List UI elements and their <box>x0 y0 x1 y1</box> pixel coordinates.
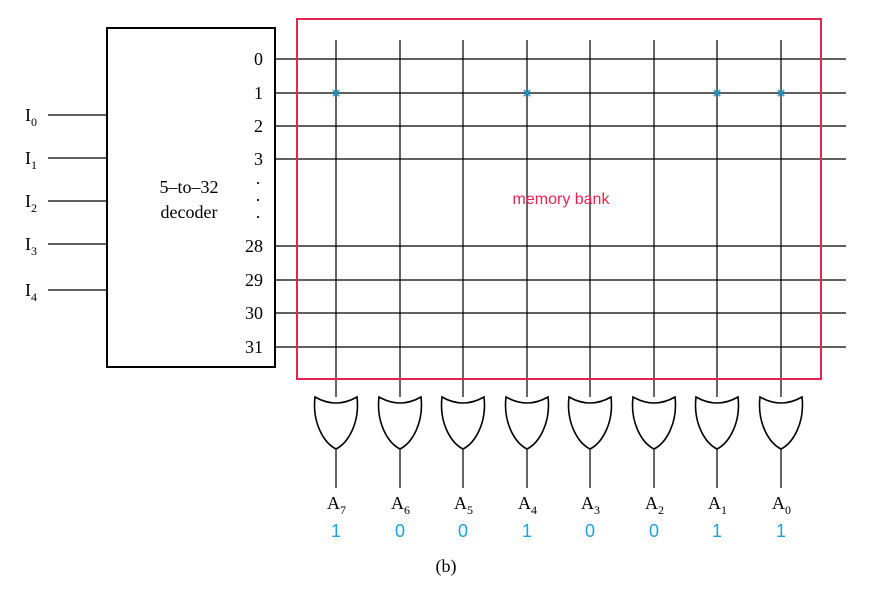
memory-bank-border <box>296 18 822 380</box>
row-label-31: 31 <box>245 337 263 357</box>
or-gates <box>313 395 804 488</box>
output-value-A5: 0 <box>458 521 468 541</box>
mark-row1-A1: × <box>713 85 722 102</box>
mark-row1-A4: × <box>523 85 532 102</box>
row-label-2: 2 <box>254 116 263 136</box>
input-label-I1: I1 <box>25 148 37 172</box>
memory-bank-label: memory bank <box>513 191 611 208</box>
or-gate-A1 <box>694 395 740 488</box>
memory-marks: × × × × <box>332 85 786 102</box>
decoder: 5–to–32 decoder <box>106 27 276 368</box>
output-label-A1: A1 <box>708 493 727 517</box>
row-label-3: 3 <box>254 149 263 169</box>
input-label-I3: I3 <box>25 234 37 258</box>
output-value-A6: 0 <box>395 521 405 541</box>
or-gate-body <box>504 395 550 450</box>
ellipsis-dot: · <box>255 207 261 227</box>
or-gate-A3 <box>567 395 613 488</box>
ellipsis-dot: · <box>255 173 261 193</box>
ellipsis-dot: · <box>255 190 261 210</box>
or-gate-body <box>631 395 677 450</box>
output-label-A3: A3 <box>581 493 600 517</box>
input-label-I2: I2 <box>25 191 37 215</box>
input-label-I4: I4 <box>25 280 37 304</box>
output-value-A2: 0 <box>649 521 659 541</box>
row-label-30: 30 <box>245 303 263 323</box>
caption: (b) <box>436 556 457 577</box>
or-gate-A5 <box>440 395 486 488</box>
or-gate-A7 <box>313 395 359 488</box>
output-label-A2: A2 <box>645 493 664 517</box>
or-gate-body <box>440 395 486 450</box>
output-label-A0: A0 <box>772 493 791 517</box>
grid-lines <box>275 40 846 397</box>
or-gate-body <box>567 395 613 450</box>
decoder-label-line2: decoder <box>161 202 218 222</box>
or-gate-A0 <box>758 395 804 488</box>
decoder-box <box>106 27 276 368</box>
row-label-0: 0 <box>254 49 263 69</box>
mark-row1-A7: × <box>332 85 341 102</box>
or-gate-body <box>377 395 423 450</box>
output-label-A6: A6 <box>391 493 410 517</box>
input-label-I0: I0 <box>25 105 37 129</box>
or-gate-body <box>758 395 804 450</box>
mark-row1-A0: × <box>777 85 786 102</box>
or-gate-body <box>313 395 359 450</box>
row-label-1: 1 <box>254 83 263 103</box>
row-label-28: 28 <box>245 236 263 256</box>
output-value-A4: 1 <box>522 521 532 541</box>
decoder-label-line1: 5–to–32 <box>159 177 218 197</box>
or-gate-A2 <box>631 395 677 488</box>
output-labels: A7 1 A6 0 A5 0 A4 1 A3 0 A2 0 A1 1 A0 1 <box>327 493 791 541</box>
output-value-A7: 1 <box>331 521 341 541</box>
or-gate-body <box>694 395 740 450</box>
or-gate-A6 <box>377 395 423 488</box>
output-value-A3: 0 <box>585 521 595 541</box>
output-value-A0: 1 <box>776 521 786 541</box>
or-gate-A4 <box>504 395 550 488</box>
row-label-29: 29 <box>245 270 263 290</box>
output-label-A5: A5 <box>454 493 473 517</box>
output-label-A7: A7 <box>327 493 346 517</box>
output-value-A1: 1 <box>712 521 722 541</box>
output-label-A4: A4 <box>518 493 537 517</box>
